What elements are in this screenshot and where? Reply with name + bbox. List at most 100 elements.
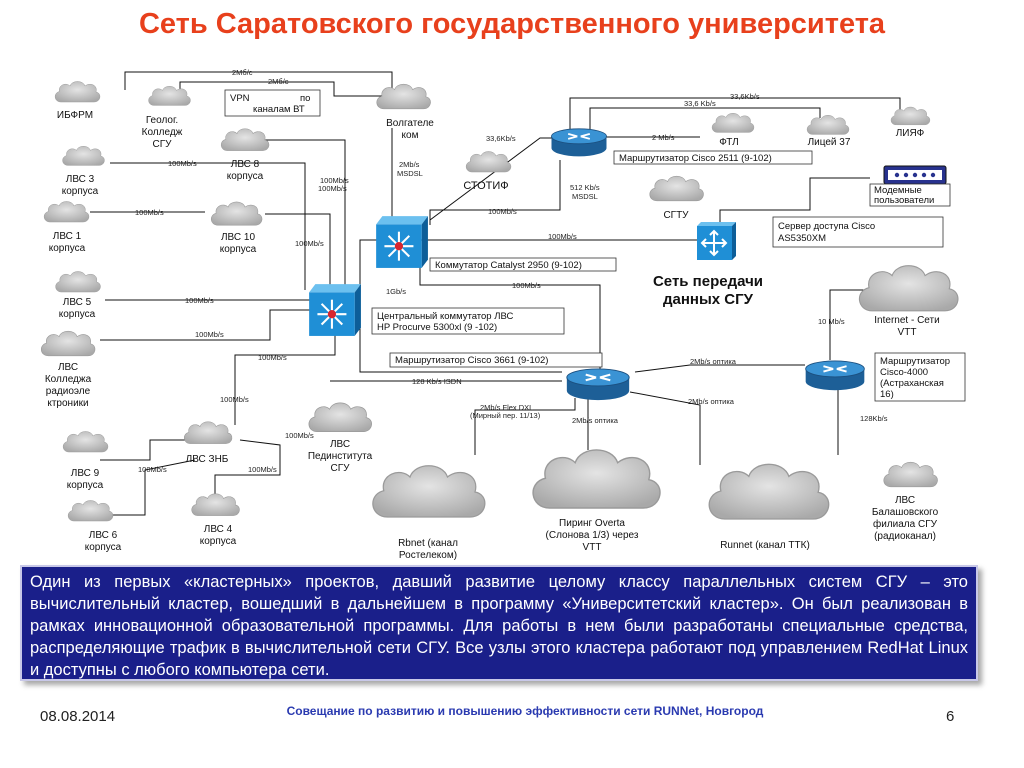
node-lvs1-1: ЛВС 1	[53, 231, 82, 242]
modem-icon	[883, 165, 947, 185]
modem-users-label-1: Модемные	[874, 185, 922, 196]
node-lvs8-1: ЛВС 8	[231, 159, 260, 170]
link-label: 100Mb/s	[285, 431, 314, 440]
link-label: (Мирный пер. 11/13)	[470, 411, 541, 420]
node-geolog-2: Колледж	[142, 127, 183, 138]
footer-date: 08.08.2014	[40, 708, 116, 725]
link-label: 100Mb/s	[320, 176, 349, 185]
node-lvs6-2: корпуса	[85, 542, 122, 553]
node-rbnet-1: Rbnet (канал	[398, 538, 458, 549]
node-volgatelecom-1: Волгателе	[386, 118, 434, 129]
node-lvs-balashov-3: филиала СГУ	[873, 518, 938, 530]
node-internet-1: Internet - Сети	[874, 315, 939, 326]
node-lvs-ped-3: СГУ	[331, 463, 351, 474]
node-ifbfm: ИБФРМ	[57, 110, 93, 121]
link-label: 128Kb/s	[860, 414, 888, 423]
node-lvs-balashov-4: (радиоканал)	[874, 531, 936, 542]
node-internet-2: VTT	[898, 327, 917, 338]
access-server-label-1: Сервер доступа Cisco	[778, 221, 875, 232]
node-lvs10-1: ЛВС 10	[221, 232, 255, 243]
router-2511-icon	[550, 128, 608, 158]
node-lvs3-1: ЛВС 3	[66, 174, 95, 185]
node-sgtu: СГТУ	[663, 210, 689, 221]
node-piring-2: (Слонова 1/3) через	[546, 530, 639, 541]
node-lvs-ped-2: Пединститута	[308, 451, 373, 462]
link-label: 100Mb/s	[195, 330, 224, 339]
node-lvs-college-3: радиоэле	[46, 386, 91, 397]
link-label: MSDSL	[572, 192, 598, 201]
vpn-label-2: по	[300, 93, 310, 104]
router-4000-label-4: 16)	[880, 389, 894, 400]
link-label: MSDSL	[397, 169, 423, 178]
link-label: 512 Kb/s	[570, 183, 600, 192]
link-label: 2Mb/s оптика	[690, 357, 737, 366]
node-piring-3: VTT	[583, 542, 602, 553]
router-4000-label-3: (Астраханская	[880, 378, 944, 389]
node-geolog-3: СГУ	[153, 139, 173, 150]
node-liyaf: ЛИЯФ	[896, 128, 925, 139]
link-label: 100Mb/s	[138, 465, 167, 474]
node-lvs5-1: ЛВС 5	[63, 297, 92, 308]
slide-title: Сеть Саратовского государственного униве…	[138, 8, 886, 40]
link-label: 100Mb/s	[135, 208, 164, 217]
router-3661-label: Маршрутизатор Cisco 3661 (9-102)	[395, 355, 548, 366]
router-3661-icon	[565, 368, 631, 402]
node-piring-1: Пиринг Overta	[559, 518, 625, 529]
router-4000-label-2: Cisco-4000	[880, 367, 928, 378]
node-lvs-college-2: Колледжа	[45, 374, 92, 385]
link-label: 100Mb/s	[248, 465, 277, 474]
description-panel: Один из первых «кластерных» проектов, да…	[20, 565, 978, 681]
hp-switch-icon	[308, 283, 363, 338]
link-label: 100Mb/s	[185, 296, 214, 305]
node-lvs6-1: ЛВС 6	[89, 530, 118, 541]
node-runnet: Runnet (канал ТТК)	[720, 540, 810, 551]
hp-switch-label-2: HP Procurve 5300xl (9 -102)	[377, 322, 497, 333]
connection-lines	[90, 71, 901, 516]
node-lvs-college-4: ктроники	[47, 398, 88, 409]
link-label: 33,6Kb/s	[486, 134, 516, 143]
node-lvs-znb: ЛВС ЗНБ	[186, 454, 229, 465]
devices	[308, 128, 947, 402]
node-lvs8-2: корпуса	[227, 171, 264, 182]
link-label: 100Mb/s	[168, 159, 197, 168]
network-diagram: ИБФРМ Геолог. Колледж СГУ Волгателе ком …	[40, 68, 966, 560]
link-label: 2Mb/s Flex DXL	[480, 403, 533, 412]
node-lvs9-2: корпуса	[67, 480, 104, 491]
node-geolog-1: Геолог.	[146, 115, 178, 126]
node-lvs4-1: ЛВС 4	[204, 524, 233, 535]
link-label: 2Mb/s	[399, 160, 420, 169]
link-label: 10 Mb/s	[818, 317, 845, 326]
link-label: 100Mb/s	[318, 184, 347, 193]
link-label: 33,6Kb/s	[730, 92, 760, 101]
link-label: 2Mb/s оптика	[688, 397, 735, 406]
node-lvs-balashov-1: ЛВС	[895, 495, 915, 506]
catalyst-switch-icon	[375, 215, 430, 270]
link-label: 2Мб/с	[268, 77, 289, 86]
node-ftl: ФТЛ	[719, 137, 739, 148]
node-rbnet-2: Ростелеком)	[399, 550, 457, 560]
network-title-1: Сеть передачи	[653, 273, 763, 290]
node-lvs-ped-1: ЛВС	[330, 439, 350, 450]
node-lvs3-2: корпуса	[62, 186, 99, 197]
hp-switch-label-1: Центральный коммутатор ЛВС	[377, 311, 513, 322]
link-label: 33,6 Kb/s	[684, 99, 716, 108]
access-server-label-2: AS5350XM	[778, 233, 826, 244]
router-2511-label: Маршрутизатор Cisco 2511 (9-102)	[619, 153, 772, 164]
access-server-icon	[697, 222, 736, 260]
node-licey37: Лицей 37	[808, 137, 851, 148]
link-label: 100Mb/s	[512, 281, 541, 290]
link-label: 100Mb/s	[295, 239, 324, 248]
node-lvs-college-1: ЛВС	[58, 362, 78, 373]
link-label: 100Mb/s	[488, 207, 517, 216]
vpn-label-3: каналам ВТ	[253, 104, 305, 115]
node-volgatelecom-2: ком	[402, 130, 419, 141]
page-number: 6	[946, 708, 955, 725]
node-lvs10-2: корпуса	[220, 244, 257, 255]
node-lvs1-2: корпуса	[49, 243, 86, 254]
link-label: 128 Kb/s ISDN	[412, 377, 462, 386]
modem-users-label-2: пользователи	[874, 195, 934, 206]
link-label: 100Mb/s	[220, 395, 249, 404]
link-label: 100Mb/s	[258, 353, 287, 362]
node-lvs9-1: ЛВС 9	[71, 468, 100, 479]
catalyst-label: Коммутатор Catalyst 2950 (9-102)	[435, 260, 582, 271]
